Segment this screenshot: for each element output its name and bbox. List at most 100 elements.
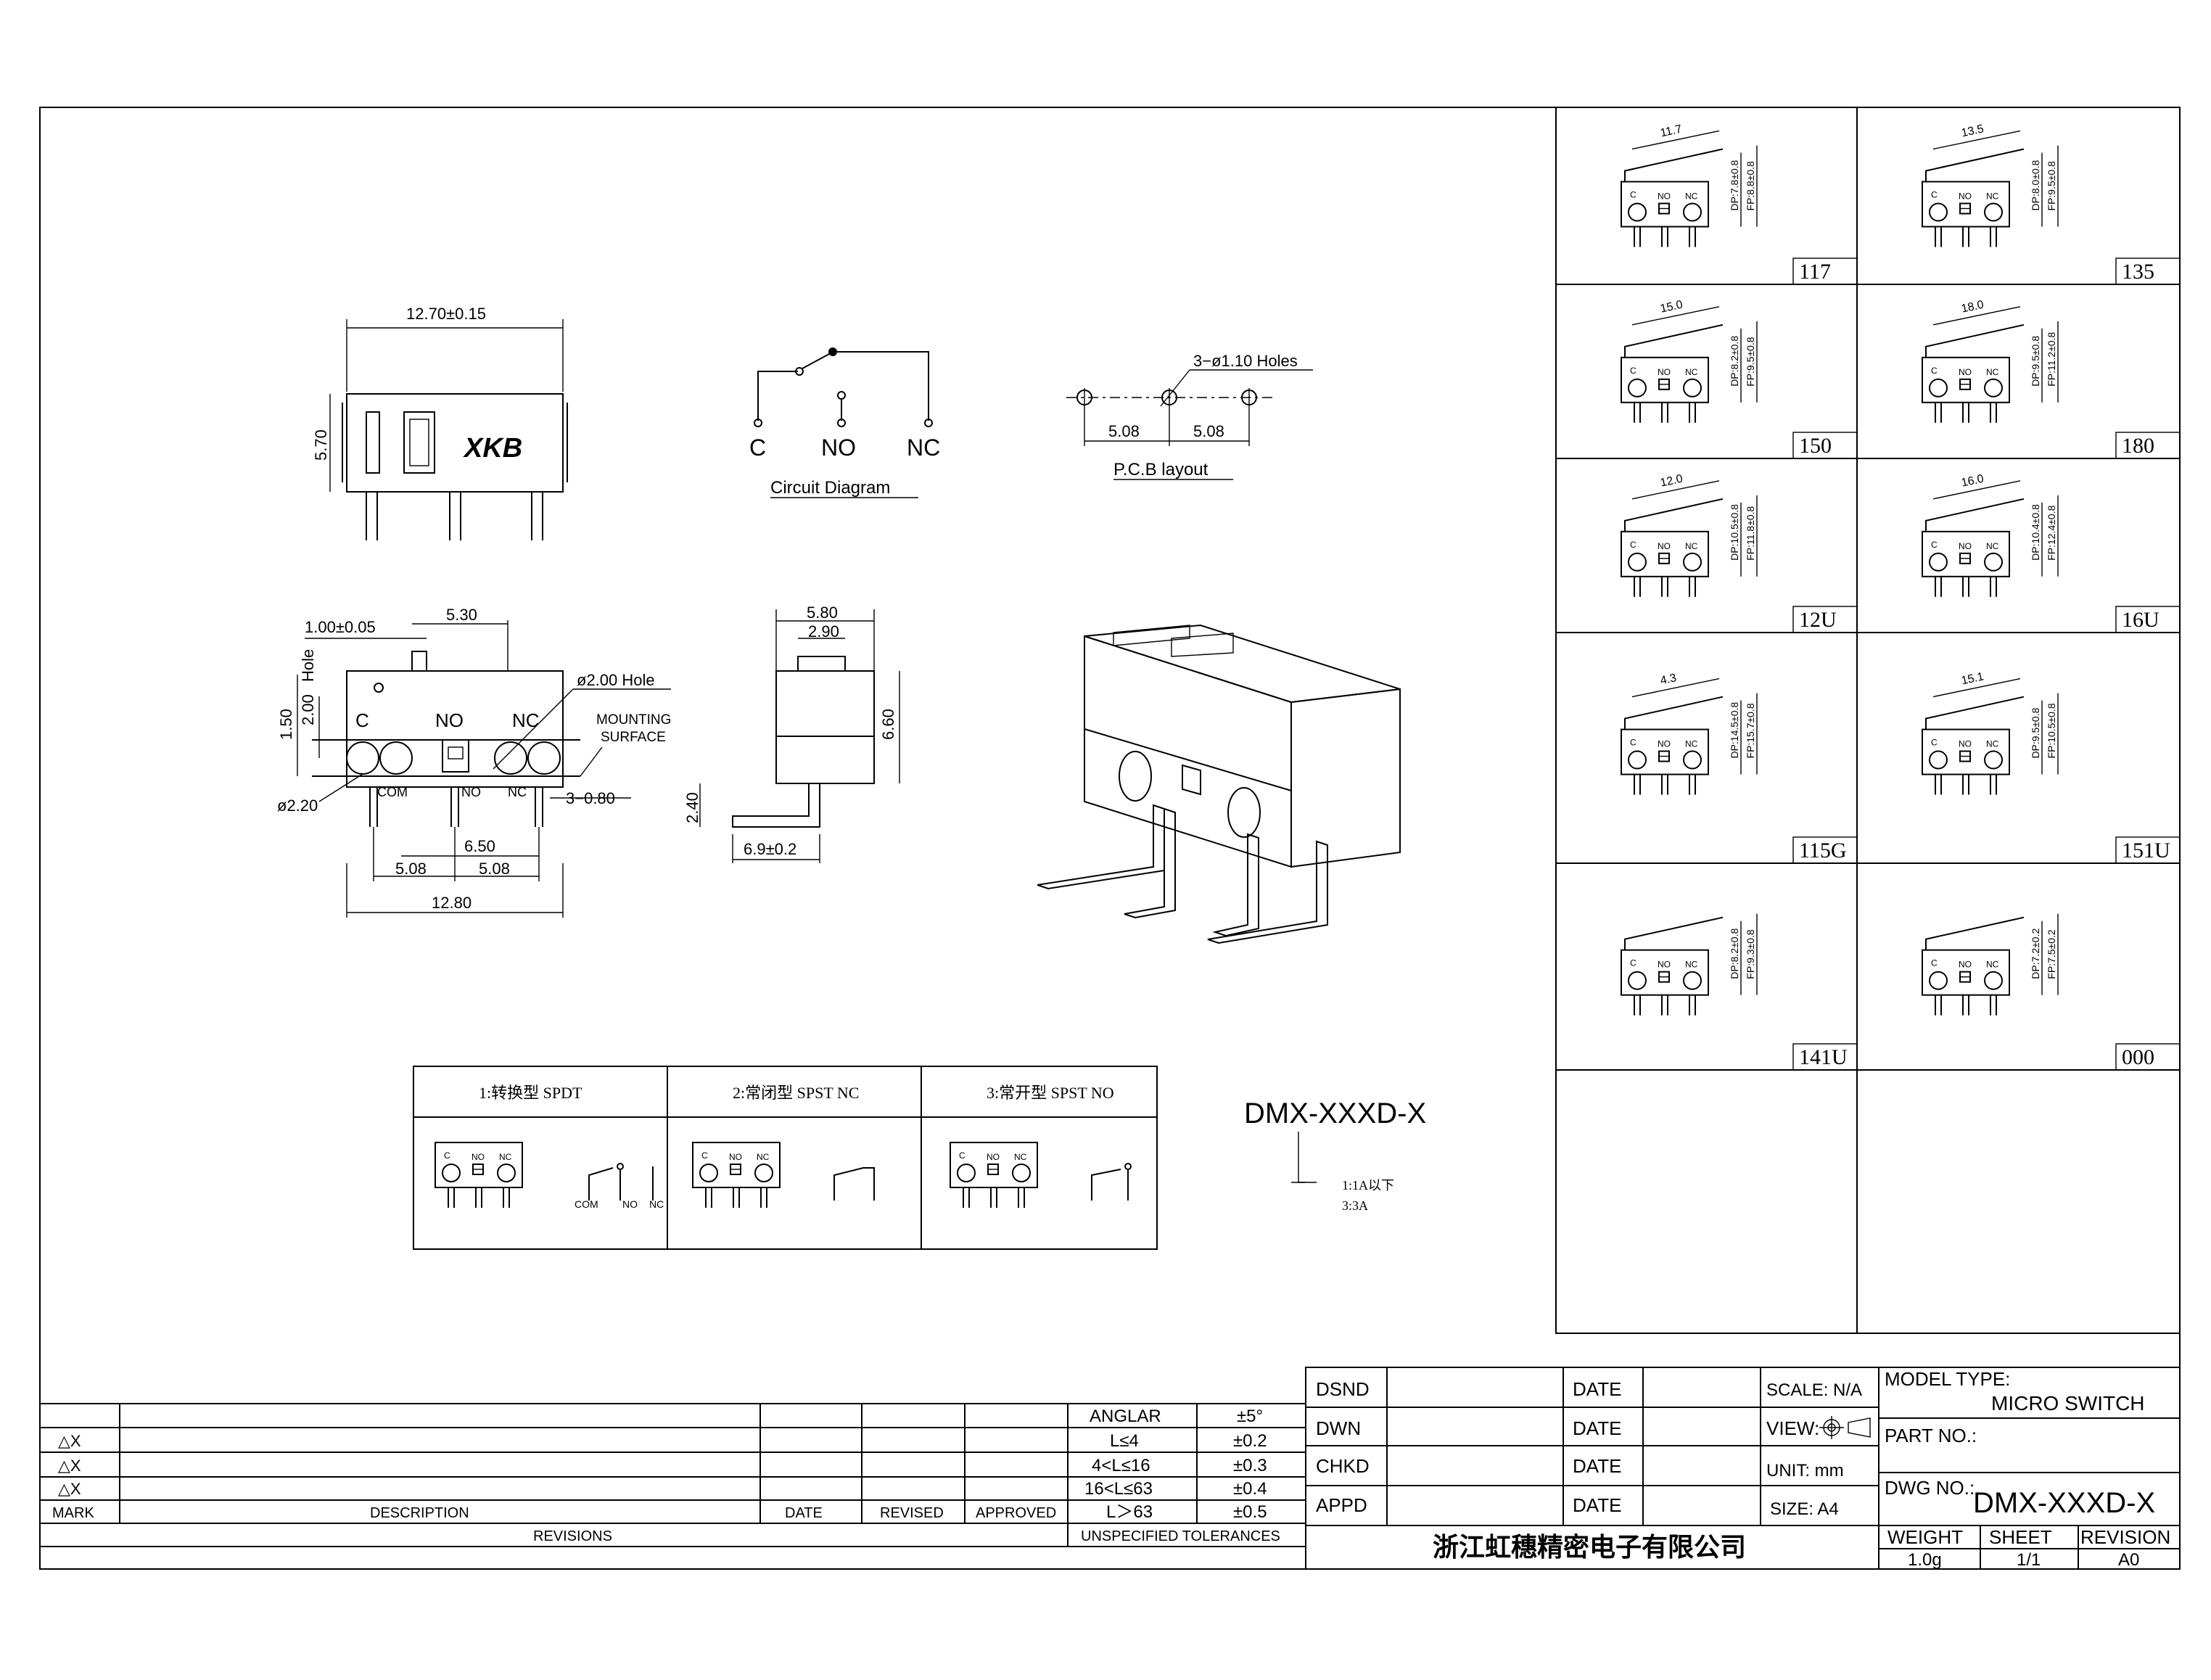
variant-length-dim: 11.7 [1659, 123, 1683, 140]
pin-nc-label: NC [508, 785, 527, 799]
circuit-label-nc: NC [907, 435, 940, 461]
symbol-nc-label: NC [649, 1198, 664, 1210]
variant-code: 151U [2122, 839, 2170, 862]
tb-model-type-label: MODEL TYPE: [1885, 1368, 2010, 1390]
variant-switch-drawing [1922, 530, 2010, 598]
tb-label-dsnd: DSND [1316, 1378, 1370, 1400]
tol-value-2: ±0.3 [1233, 1456, 1267, 1475]
tb-weight: 1.0g [1908, 1550, 1942, 1570]
variant-code-box [2115, 432, 2181, 459]
revision-col-mark: MARK [52, 1505, 94, 1521]
part-code-option-2: 3:3A [1342, 1198, 1368, 1213]
variant-dp-dim: DP:10.4±0.8 [2030, 504, 2041, 561]
variant-code-box [2115, 258, 2181, 285]
variant-length-dim-line [1631, 480, 1720, 500]
variant-length-dim-line [1932, 480, 2021, 500]
circuit-diagram: C NO NC Circuit Diagram [749, 347, 940, 498]
pcb-pitch-left: 5.08 [1108, 422, 1140, 440]
variant-lever [1925, 148, 2025, 182]
variant-switch-drawing [1922, 728, 2010, 796]
variant-fp-dim: FP:8.8±0.8 [1745, 161, 1756, 211]
tolerances-caption: UNSPECIFIED TOLERANCES [1081, 1528, 1280, 1544]
type-header-nc: 2:常闭型 SPST NC [733, 1084, 859, 1102]
tol-range-3: 16<L≤63 [1084, 1479, 1153, 1499]
dim-580: 5.80 [807, 604, 838, 622]
mounting-label: MOUNTING [596, 712, 671, 728]
tb-view: VIEW: [1766, 1417, 1819, 1439]
variant-length-dim: 15.1 [1960, 670, 1985, 687]
variant-switch-drawing [1922, 356, 2010, 424]
part-code: DMX-XXXD-X [1244, 1098, 1426, 1129]
circuit-label-no: NO [821, 435, 856, 461]
dim-660: 6.60 [879, 709, 897, 740]
projection-icon [1819, 1416, 1871, 1439]
tb-company: 浙江虹穗精密电子有限公司 [1433, 1532, 1746, 1562]
variant-code-box [2115, 606, 2181, 633]
tb-date-3: DATE [1573, 1455, 1621, 1477]
variant-code: 12U [1799, 608, 1837, 632]
variant-lever [1624, 498, 1724, 532]
variant-dp-dim: DP:8.0±0.8 [2030, 160, 2041, 210]
variant-code-box [2115, 836, 2181, 864]
top-view: XKB 12.70±0.15 5.70 [312, 305, 568, 540]
variant-code: 135 [2122, 260, 2154, 284]
dim-diameter: ø2.20 [277, 796, 318, 815]
tb-model-type: MICRO SWITCH [1991, 1392, 2145, 1415]
tol-value-4: ±0.5 [1233, 1502, 1267, 1522]
tb-part-no-label: PART NO.: [1885, 1425, 1977, 1446]
variant-fp-dim: FP:10.5±0.8 [2046, 703, 2057, 758]
tol-range-2: 4<L≤16 [1092, 1456, 1150, 1475]
tb-weight-label: WEIGHT [1887, 1526, 1963, 1548]
variant-length-dim: 15.0 [1659, 299, 1684, 316]
variant-dp-dim: DP:10.5±0.8 [1729, 504, 1740, 561]
pcb-pitch-right: 5.08 [1193, 422, 1224, 440]
dim-top-width: 12.70±0.15 [406, 305, 486, 323]
variant-lever [1624, 148, 1724, 182]
variant-lever [1925, 498, 2025, 532]
brand-logo: XKB [463, 433, 522, 464]
variant-dp-dim: DP:9.5±0.8 [2030, 336, 2041, 387]
tb-sheet: 1/1 [2017, 1550, 2041, 1570]
front-view: C NO NC COM NO NC 1.00±0.05 5.30 Hole 2.… [277, 606, 671, 918]
revision-mark-1: △X [58, 1432, 81, 1450]
variant-code: 000 [2122, 1045, 2154, 1069]
variant-length-dim: 12.0 [1659, 473, 1684, 490]
circuit-label-c: C [749, 435, 766, 461]
dim-240: 2.40 [683, 792, 701, 823]
variant-code-box [1792, 1043, 1858, 1071]
dim-650: 6.50 [464, 837, 495, 855]
dim-150: 1.50 [277, 709, 295, 740]
part-code-block: DMX-XXXD-X 1:1A以下 3:3A [1244, 1098, 1426, 1213]
variant-length-dim-line [1932, 678, 2021, 698]
variant-lever [1624, 324, 1724, 358]
variant-fp-dim: FP:11.8±0.8 [1745, 506, 1756, 560]
tb-date-4: DATE [1573, 1494, 1621, 1516]
pin-no-label: NO [461, 785, 481, 799]
variant-code: 16U [2122, 608, 2159, 632]
variant-switch-drawing [1621, 728, 1709, 796]
part-code-option-1: 1:1A以下 [1342, 1178, 1394, 1193]
revision-col-date: DATE [785, 1505, 823, 1521]
tb-date-2: DATE [1573, 1417, 1621, 1439]
title-block: DSND DWN CHKD APPD DATE DATE DATE DATE S… [1305, 1367, 2181, 1570]
variant-code-box [1792, 606, 1858, 633]
dim-2: 2.00 [299, 694, 317, 725]
revisions-caption: REVISIONS [533, 1528, 612, 1544]
dim-hole-pos: 5.30 [446, 606, 477, 624]
variant-switch-drawing [1922, 181, 2010, 248]
variant-switch-drawing [1621, 530, 1709, 598]
pcb-caption: P.C.B layout [1113, 460, 1209, 479]
hole-note: ø2.00 Hole [577, 671, 655, 689]
variant-dp-dim: DP:8.2±0.8 [1729, 336, 1740, 387]
tb-size: SIZE: A4 [1770, 1499, 1839, 1519]
variant-code: 141U [1799, 1045, 1848, 1069]
variant-code-box [1792, 258, 1858, 285]
dim-total-width: 12.80 [432, 894, 472, 912]
dim-hole-label: Hole [299, 649, 317, 682]
